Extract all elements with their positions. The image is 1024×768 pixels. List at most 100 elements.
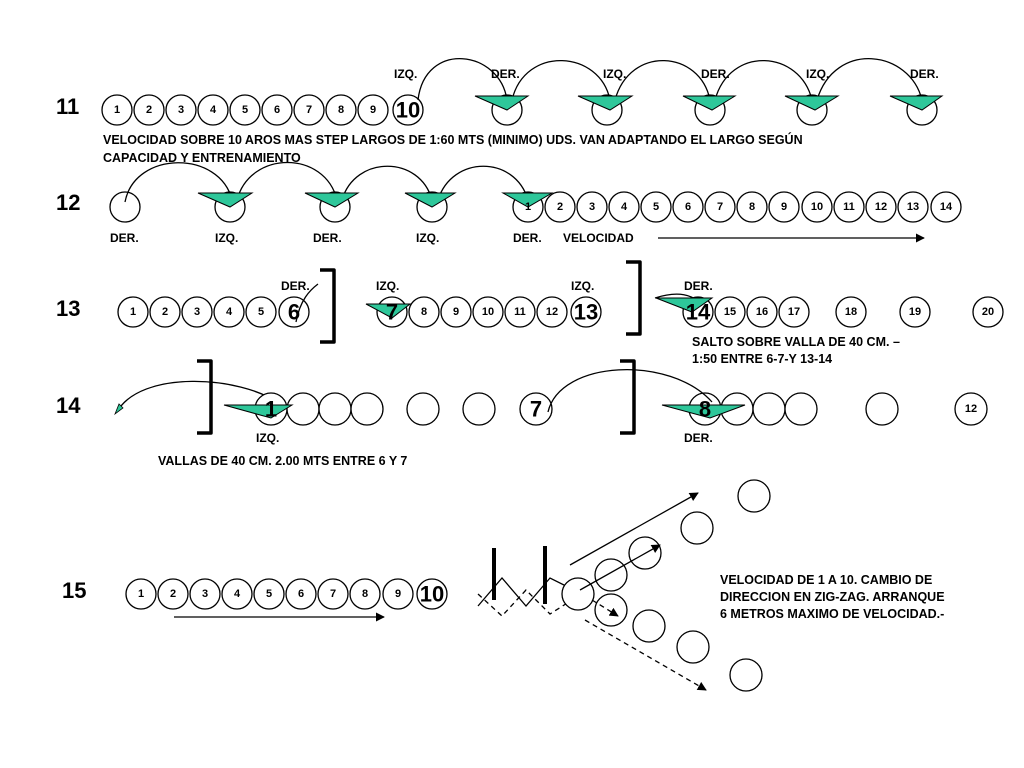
ring [768, 191, 800, 223]
ring [632, 609, 666, 643]
foot-markers [474, 95, 944, 111]
foot-markers [197, 192, 554, 208]
ring-label: 10 [482, 306, 494, 318]
ring [784, 392, 818, 426]
side-label: IZQ. [215, 231, 238, 245]
ring-label: 1 [525, 201, 531, 213]
foot-marker [197, 192, 254, 208]
side-label: DER. [313, 231, 342, 245]
side-label: DER. [491, 67, 520, 81]
ring [680, 511, 714, 545]
ring-label: 8 [338, 104, 344, 116]
ring [778, 296, 810, 328]
ring-label: 17 [788, 306, 800, 318]
foot-marker [655, 297, 714, 313]
foot-marker [501, 192, 554, 208]
ring [197, 94, 229, 126]
ring [561, 577, 595, 611]
side-label: DER. [110, 231, 139, 245]
ring [408, 296, 440, 328]
side-label: IZQ. [806, 67, 829, 81]
ring-label: 9 [453, 306, 459, 318]
ring [261, 94, 293, 126]
ring-label: 2 [557, 201, 563, 213]
ring-label: 9 [395, 588, 401, 600]
side-label: IZQ. [416, 231, 439, 245]
ring [165, 94, 197, 126]
ring [736, 191, 768, 223]
hurdle-bracket [626, 260, 642, 336]
ring [897, 191, 929, 223]
jump-arc [511, 59, 611, 101]
ring-label-large: 10 [420, 582, 444, 607]
cone-rings [561, 479, 771, 692]
hurdle-bracket [620, 359, 636, 435]
ring [801, 191, 833, 223]
zigzag-path [477, 577, 571, 607]
ring [835, 296, 867, 328]
side-label: IZQ. [256, 431, 279, 445]
ring [972, 296, 1004, 328]
ring-label: 5 [266, 588, 272, 600]
ring [737, 479, 771, 513]
ring-label: 1 [130, 306, 136, 318]
ring-label: 15 [724, 306, 736, 318]
foot-marker [682, 95, 737, 111]
drill-note: VALLAS DE 40 CM. 2.00 MTS ENTRE 6 Y 7 [158, 454, 407, 468]
ring-label: 6 [274, 104, 280, 116]
ring-label-large: 6 [288, 300, 300, 325]
ring [285, 578, 317, 610]
ring [594, 593, 628, 627]
foot-marker [889, 95, 944, 111]
ring [899, 296, 931, 328]
ring [357, 94, 389, 126]
ring-label: 12 [875, 201, 887, 213]
jump-arc [714, 59, 813, 101]
foot-marker [404, 192, 457, 208]
ring-label: 7 [717, 201, 723, 213]
jump-arc [437, 165, 529, 201]
ring-label: 3 [202, 588, 208, 600]
drill-number: 15 [62, 578, 86, 603]
ring-label: 16 [756, 306, 768, 318]
jump-arc [547, 369, 713, 413]
ring [221, 578, 253, 610]
ring-label-large: 14 [686, 300, 711, 325]
side-label: IZQ. [603, 67, 626, 81]
ring-label: 3 [589, 201, 595, 213]
ring [245, 296, 277, 328]
ring [133, 94, 165, 126]
ring [349, 578, 381, 610]
ring-label: 20 [982, 306, 994, 318]
ring [317, 578, 349, 610]
speed-label: VELOCIDAD [563, 231, 634, 245]
ring-label: 12 [546, 306, 558, 318]
jump-arc [341, 165, 433, 201]
direction-arrow [579, 544, 661, 591]
ring-label: 14 [940, 201, 953, 213]
ring [519, 392, 553, 426]
ring [954, 392, 988, 426]
foot-marker [784, 95, 840, 111]
jump-arc [236, 161, 338, 201]
drill-14: 14 1 7 8 12 IZQ. DER. VALLAS DE 40 C [56, 359, 988, 468]
ring [729, 658, 763, 692]
ring [714, 296, 746, 328]
ring [229, 94, 261, 126]
jump-arc [124, 162, 233, 203]
side-label: DER. [281, 279, 310, 293]
ring [570, 296, 602, 328]
ring-label: 13 [907, 201, 919, 213]
ring-label: 4 [621, 201, 628, 213]
ring [350, 392, 384, 426]
start-marker [114, 403, 124, 416]
side-label: DER. [684, 431, 713, 445]
ring [440, 296, 472, 328]
jump-arc [816, 58, 923, 101]
ring-label: 8 [421, 306, 427, 318]
ring-label-large: 13 [574, 300, 598, 325]
ring [594, 558, 628, 592]
ring-label: 3 [178, 104, 184, 116]
side-label: DER. [684, 279, 713, 293]
